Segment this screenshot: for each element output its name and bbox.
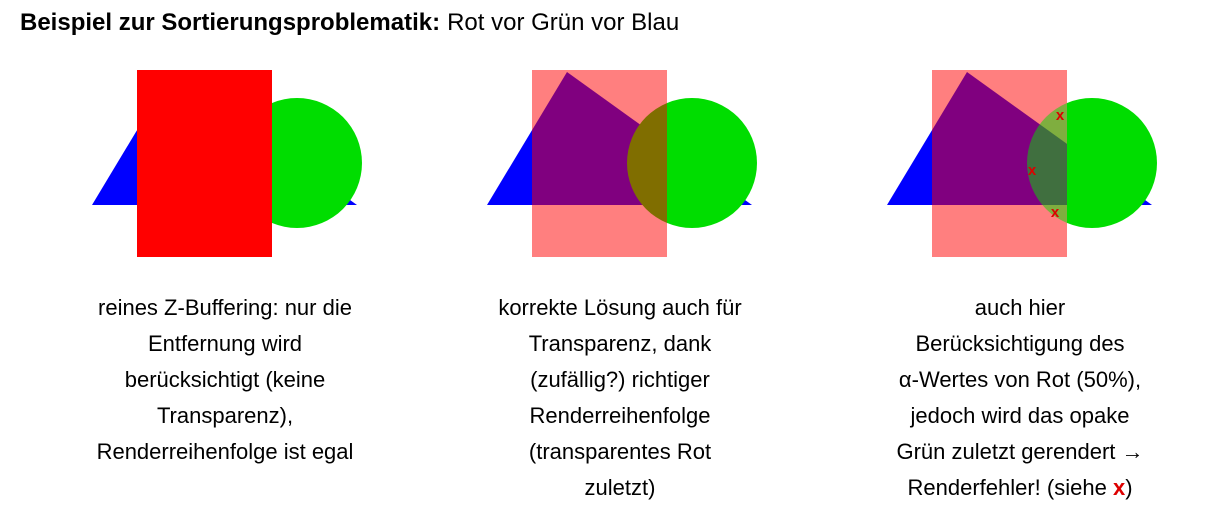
render-error-mark-icon: x (1028, 162, 1037, 179)
panel-z-buffer: reines Z-Buffering: nur die Entfernung w… (35, 62, 415, 470)
error-x-reference: x (1112, 475, 1126, 500)
caption-render-error: auch hier Berücksichtigung des α-Wertes … (825, 290, 1215, 506)
caption-line: reines Z-Buffering: nur die (98, 295, 352, 320)
caption-line: (zufällig?) richtiger (530, 367, 710, 392)
render-error-mark-icon: x (1056, 107, 1065, 124)
figure-correct-order (487, 70, 757, 257)
caption-line: α-Wertes von Rot (50%), (898, 367, 1142, 392)
caption-line: auch hier (974, 295, 1066, 320)
caption-line: Berücksichtigung des (915, 331, 1125, 356)
caption-line: Transparenz, dank (528, 331, 712, 356)
caption-line: berücksichtigt (keine (124, 367, 326, 392)
caption-line: (transparentes Rot (528, 439, 712, 464)
caption-line-prefix: Renderfehler! (siehe (907, 475, 1113, 500)
page-title: Beispiel zur Sortierungsproblematik:Rot … (20, 9, 679, 37)
caption-z-buffer: reines Z-Buffering: nur die Entfernung w… (35, 290, 415, 470)
panel-render-error: x x x auch hier Berücksichtigung des α-W… (825, 62, 1215, 506)
title-bold-part: Beispiel zur Sortierungsproblematik: (20, 9, 441, 36)
caption-line: Renderreihenfolge (529, 403, 711, 428)
figure-render-error: x x x (887, 70, 1157, 257)
caption-line: jedoch wird das opake (910, 403, 1130, 428)
caption-line: Entfernung wird (147, 331, 303, 356)
figure-z-buffer (92, 70, 362, 257)
caption-line: Renderfehler! (siehe x) (825, 470, 1215, 506)
caption-line: zuletzt) (584, 475, 656, 500)
title-rest-part: Rot vor Grün vor Blau (447, 9, 680, 36)
transparent-red-rectangle (532, 70, 667, 257)
panel-correct-order: korrekte Lösung auch für Transparenz, da… (425, 62, 815, 506)
render-error-mark-icon: x (1051, 204, 1060, 221)
caption-line: Grün zuletzt gerendert → (896, 439, 1144, 464)
caption-line: Renderreihenfolge ist egal (96, 439, 354, 464)
caption-line: korrekte Lösung auch für (498, 295, 742, 320)
caption-line-suffix: ) (1125, 475, 1133, 500)
red-rectangle (137, 70, 272, 257)
caption-line: Transparenz), (156, 403, 294, 428)
caption-correct-order: korrekte Lösung auch für Transparenz, da… (425, 290, 815, 506)
green-circle-blended-part (1027, 103, 1067, 223)
